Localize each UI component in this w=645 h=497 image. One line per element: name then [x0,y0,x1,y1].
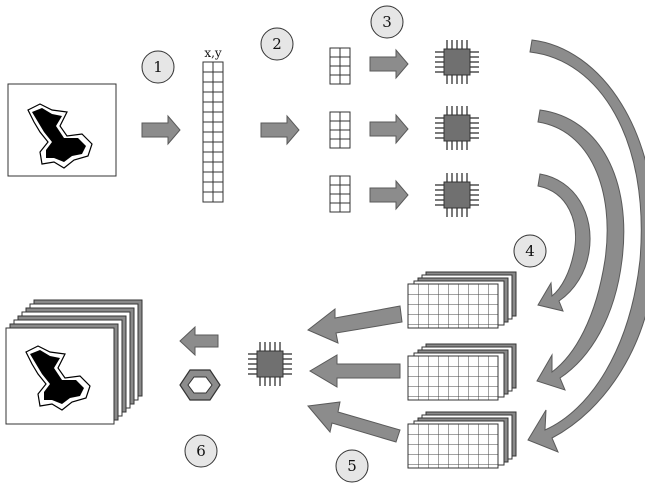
step-6-label: 6 [196,442,206,460]
grid-stack-3 [407,411,517,469]
step-4-marker: 4 [513,234,547,268]
arrow-from-stack-1 [307,305,403,344]
arrow-to-chip-2 [369,114,409,144]
arrow-step-2 [260,115,300,145]
split-block-2 [329,111,351,149]
step-5-marker: 5 [335,449,369,483]
arrow-to-output [179,325,219,357]
chip-icon [434,172,480,218]
curved-arrow-outer [527,39,645,453]
step-2-label: 2 [272,35,282,53]
output-image-stack [5,299,143,425]
arrow-from-stack-3 [307,401,401,443]
step-1-marker: 1 [141,50,175,84]
hexagon-icon [179,369,221,401]
arrow-step-1 [141,115,181,145]
coordinate-column: x,y [202,46,224,203]
step-4-label: 4 [525,242,535,260]
input-image [7,83,117,177]
step-3-label: 3 [382,13,392,31]
chip-icon [434,105,480,151]
arrow-to-chip-1 [369,49,409,79]
curved-arrow-inner [537,173,591,312]
step-2-marker: 2 [260,27,294,61]
grid-stack-2 [407,343,517,401]
step-3-marker: 3 [370,5,404,39]
split-block-1 [329,47,351,85]
arrow-to-chip-3 [369,180,409,210]
curved-arrow-middle [536,109,625,391]
chip-icon [247,341,293,387]
split-block-3 [329,175,351,213]
step-6-marker: 6 [184,434,218,468]
step-5-label: 5 [347,457,357,475]
step-1-label: 1 [153,58,163,76]
arrow-from-stack-2 [309,354,401,388]
chip-icon [434,39,480,85]
grid-stack-1 [407,271,517,329]
coord-label: x,y [204,46,222,60]
